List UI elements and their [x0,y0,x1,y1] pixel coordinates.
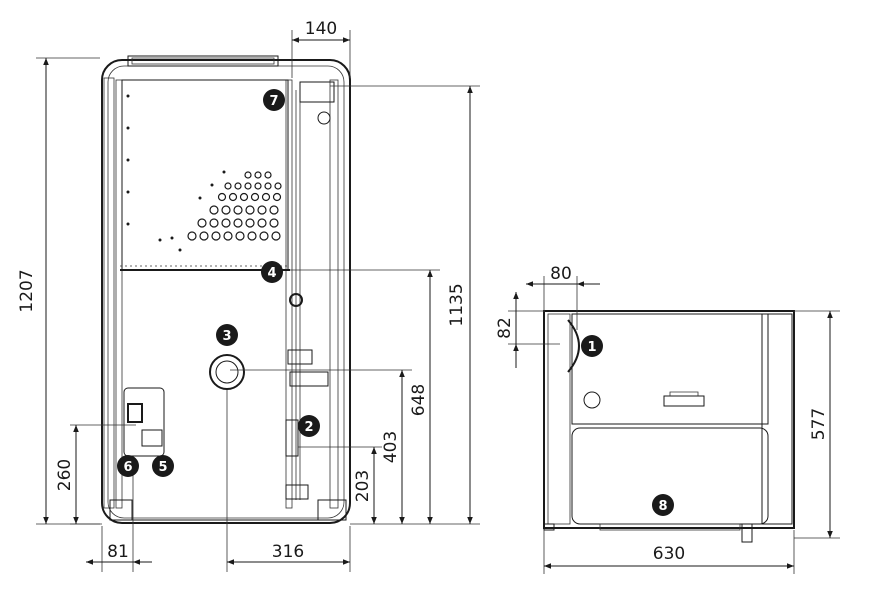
svg-text:5: 5 [158,460,167,475]
callout-8: 8 [652,494,674,516]
callout-7: 7 [263,89,285,111]
dimension-lines [36,30,840,574]
svg-text:4: 4 [267,266,276,281]
dim-577: 577 [809,408,829,440]
svg-text:3: 3 [222,329,231,344]
callout-badges: 1 2 3 4 5 6 7 8 [117,89,674,516]
dim-140: 140 [305,19,337,39]
svg-text:8: 8 [658,499,667,514]
dim-82: 82 [495,317,515,339]
dim-316: 316 [272,542,304,562]
dim-1207: 1207 [17,269,37,312]
callout-4: 4 [261,261,283,283]
dimension-labels: 140 1207 1135 648 403 203 260 81 316 80 … [17,19,829,564]
dim-260: 260 [55,459,75,491]
dim-1135: 1135 [447,283,467,326]
dim-80: 80 [550,264,572,284]
ventilation-holes [187,171,282,241]
front-view-unit [101,55,351,524]
svg-text:2: 2 [304,420,313,435]
dim-203: 203 [353,470,373,502]
callout-3: 3 [216,324,238,346]
dim-81: 81 [107,542,129,562]
svg-text:6: 6 [123,460,132,475]
dim-630: 630 [653,544,685,564]
dim-403: 403 [381,431,401,463]
callout-6: 6 [117,455,139,477]
svg-text:7: 7 [269,94,278,109]
svg-text:1: 1 [587,340,596,355]
callout-5: 5 [152,455,174,477]
side-view-unit [543,310,795,543]
callout-2: 2 [298,415,320,437]
dim-648: 648 [409,384,429,416]
callout-1: 1 [581,335,603,357]
